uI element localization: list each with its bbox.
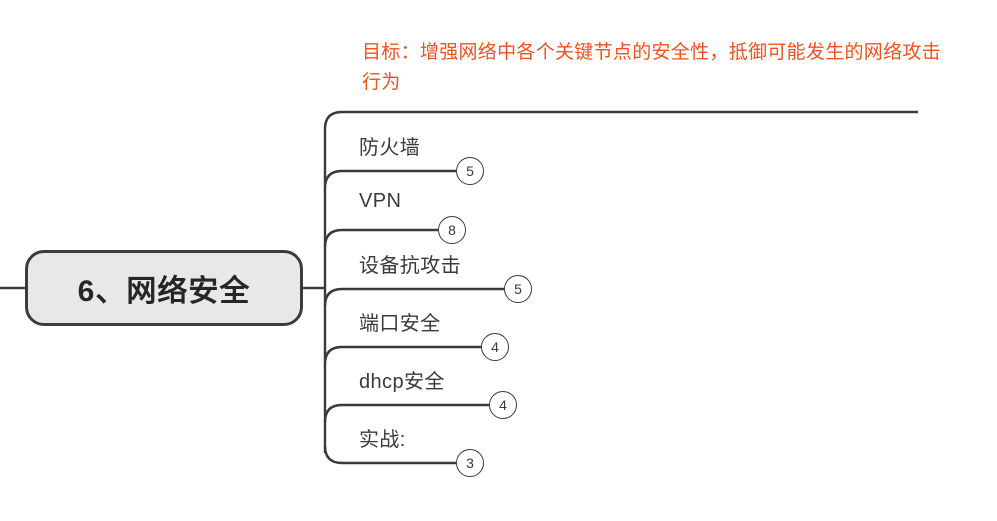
branch-badge-device-anti-attack[interactable]: 5	[504, 275, 532, 303]
branch-line-2	[323, 287, 504, 307]
branch-badge-dhcp-security[interactable]: 4	[489, 391, 517, 419]
branch-badge-firewall[interactable]: 5	[456, 157, 484, 185]
branch-line-0	[323, 169, 456, 189]
root-node[interactable]: 6、网络安全	[25, 250, 303, 326]
branch-label-dhcp-security[interactable]: dhcp安全	[359, 371, 445, 393]
branch-label-firewall[interactable]: 防火墙	[359, 137, 421, 159]
branch-badge-vpn[interactable]: 8	[438, 216, 466, 244]
branch-line-5	[323, 445, 456, 465]
root-node-label: 6、网络安全	[77, 275, 251, 308]
branch-line-3	[323, 345, 481, 365]
branch-line-4	[323, 403, 489, 423]
branch-label-port-security[interactable]: 端口安全	[359, 313, 441, 335]
branch-badge-practice[interactable]: 3	[456, 449, 484, 477]
branch-label-device-anti-attack[interactable]: 设备抗攻击	[359, 255, 461, 277]
goal-annotation: 目标：增强网络中各个关键节点的安全性，抵御可能发生的网络攻击行为	[362, 42, 942, 93]
branch-label-vpn[interactable]: VPN	[359, 190, 402, 212]
branch-line-goal	[323, 110, 918, 130]
branch-line-1	[323, 228, 438, 248]
branch-badge-port-security[interactable]: 4	[481, 333, 509, 361]
branch-label-practice[interactable]: 实战:	[359, 429, 406, 451]
